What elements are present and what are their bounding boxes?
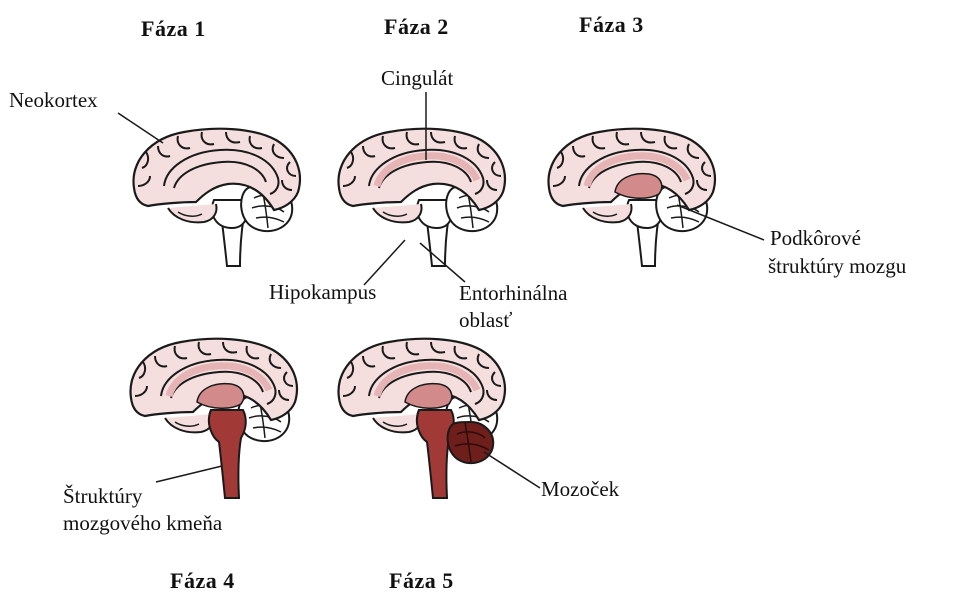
label-entorhinalna-line2: oblasť [459,308,512,333]
label-kmen-line1: Štruktúry [63,484,142,509]
label-kmen-line2: mozgového kmeňa [63,511,222,536]
leader-podkorove [677,205,764,240]
label-neokortex: Neokortex [9,88,98,113]
leader-hipokampus [364,240,405,285]
leader-entorhinalna [420,243,465,282]
label-podkorove-line2: štruktúry mozgu [768,254,906,279]
label-entorhinalna-line1: Entorhinálna [459,281,567,306]
leader-mozocek [484,452,540,488]
label-hipokampus: Hipokampus [269,280,376,305]
label-cingulat: Cingulát [381,66,453,91]
leader-neokortex [118,113,163,143]
label-mozocek: Mozoček [541,477,619,502]
leader-kmen [156,466,222,482]
label-podkorove-line1: Podkôrové [770,226,861,251]
